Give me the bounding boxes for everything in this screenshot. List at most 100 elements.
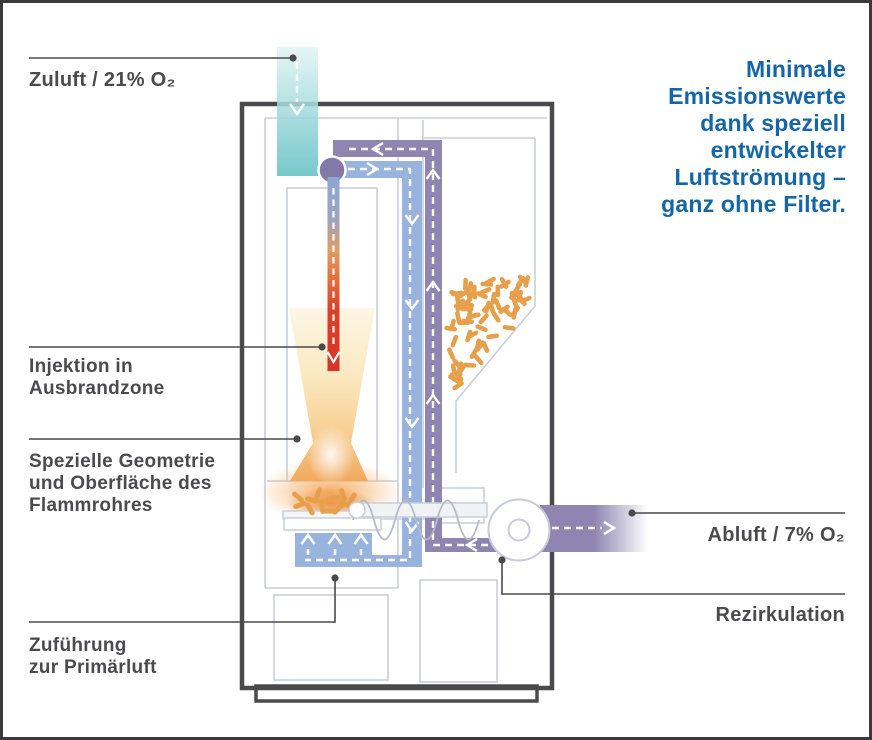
mixed-air-flow-arrows (366, 161, 420, 534)
label-zufuehrung: Zuführung zur Primärluft (29, 635, 157, 679)
pellet (293, 500, 307, 510)
flame-core-glow (307, 425, 355, 485)
headline-line: dank speziell (700, 110, 846, 136)
pointer-injektion (29, 343, 326, 351)
pellet (463, 362, 477, 368)
pellet (453, 298, 465, 309)
label-zuluft: Zuluft / 21% O₂ (29, 69, 176, 91)
pellet-auger (348, 499, 488, 541)
boiler-internal-structure (264, 117, 547, 683)
headline-line: Emissionswerte (668, 83, 846, 109)
pellet (465, 289, 473, 302)
pellet (313, 487, 323, 501)
pellet (516, 289, 524, 303)
injection-flow-arrow (326, 351, 341, 365)
pellet (450, 334, 459, 348)
pellet (305, 496, 319, 504)
pellet (502, 324, 516, 331)
pellet (292, 491, 304, 503)
pellet (483, 276, 497, 286)
pellet (452, 358, 463, 370)
pellet (473, 354, 484, 366)
lower-left-compartment (273, 594, 389, 681)
pellet (332, 503, 344, 515)
label-line: Flammrohres (29, 495, 153, 516)
pointer-zuluft (29, 54, 297, 62)
headline-line: Luftströmung – (674, 164, 846, 190)
label-line: zur Primärluft (29, 657, 157, 678)
label-line: Spezielle Geometrie (29, 451, 216, 472)
pellet (446, 347, 456, 360)
pellet-hopper-outline (455, 138, 536, 473)
exhaust-flow-arrow (552, 520, 617, 536)
label-line: und Oberfläche des (29, 473, 212, 494)
pellet (523, 275, 531, 288)
pellet (450, 363, 458, 377)
pellet (305, 502, 315, 516)
pellet (452, 380, 464, 391)
auger-end-cap (348, 501, 366, 519)
pellet (493, 298, 502, 311)
fresh-air-flow-arrow (289, 103, 305, 117)
pointer-rezirkulation (498, 556, 845, 595)
pellet (457, 320, 471, 326)
pellet (478, 313, 489, 325)
pellet (482, 301, 492, 313)
pellet (474, 338, 482, 352)
label-abluft: Abluft / 7% O₂ (707, 524, 845, 546)
label-line: Abluft / 7% O₂ (707, 524, 845, 546)
pellet (475, 324, 488, 333)
pellet (338, 499, 352, 509)
label-line: Zuführung (29, 635, 127, 656)
mixed-air-duct (295, 161, 422, 567)
label-line: Zuluft / 21% O₂ (29, 69, 176, 91)
primary-air-arrows (300, 532, 369, 555)
auger-coil (352, 499, 480, 541)
pellet (448, 374, 460, 384)
fresh-air-duct (277, 47, 318, 176)
pellet (499, 279, 511, 289)
headline-line: ganz ohne Filter. (661, 191, 846, 217)
pellet (321, 508, 335, 514)
pointer-geometrie (29, 435, 301, 443)
pellet (481, 340, 490, 354)
label-rezirkulation: Rezirkulation (716, 604, 845, 626)
pellet (515, 276, 526, 288)
boiler-outline (239, 101, 555, 691)
recirculation-flow-dashes (344, 147, 512, 547)
pellet (455, 290, 468, 300)
callout-lines (29, 54, 845, 623)
pellet-hopper-pellets (444, 274, 532, 391)
lower-right-compartment (419, 579, 498, 683)
pellet (501, 306, 513, 318)
recirculation-duct (333, 140, 648, 553)
pellet (475, 291, 488, 300)
pellet (511, 297, 520, 311)
pellet (444, 325, 458, 332)
pellet (459, 299, 470, 311)
label-line: Injektion in (29, 356, 133, 377)
label-geometrie: Spezielle Geometrie und Oberfläche des F… (29, 451, 215, 517)
pellet (347, 492, 357, 506)
pellet (455, 310, 462, 324)
flame-tube (289, 308, 375, 481)
pointer-zufuehrung (29, 574, 339, 623)
pellet (467, 312, 481, 320)
headline-line: entwickelter (710, 137, 846, 163)
pellet (486, 333, 500, 340)
injection-lance (326, 177, 341, 371)
pellet (339, 488, 347, 502)
pointer-abluft (628, 509, 845, 517)
recirculation-fan (487, 498, 551, 562)
pellet (495, 284, 501, 298)
headline-line: Minimale (745, 56, 846, 82)
pellet (465, 329, 473, 343)
headline: Minimale Emissionswerte dank speziell en… (661, 56, 846, 218)
pellet (463, 277, 468, 291)
label-line: Rezirkulation (715, 604, 845, 626)
label-injektion: Injektion in Ausbrandzone (29, 356, 165, 400)
pellet (327, 494, 341, 502)
